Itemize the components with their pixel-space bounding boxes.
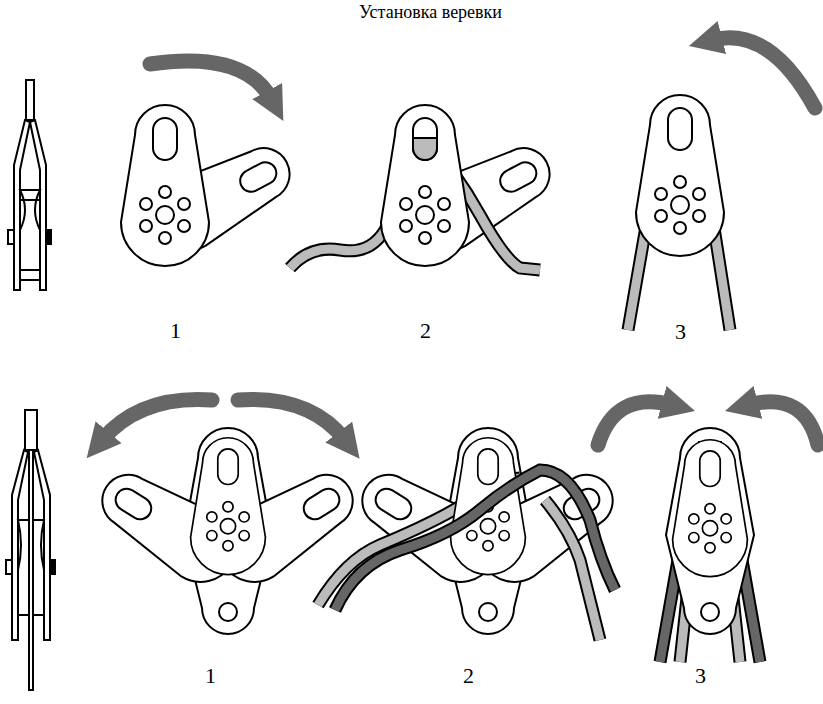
step-number: 2	[420, 320, 431, 342]
step-number: 3	[675, 321, 686, 343]
step-number: 2	[463, 665, 474, 687]
figure-title: Установка веревки	[359, 3, 502, 21]
step-number: 3	[695, 665, 706, 687]
step-number: 1	[170, 320, 181, 342]
step-number: 1	[205, 665, 216, 687]
